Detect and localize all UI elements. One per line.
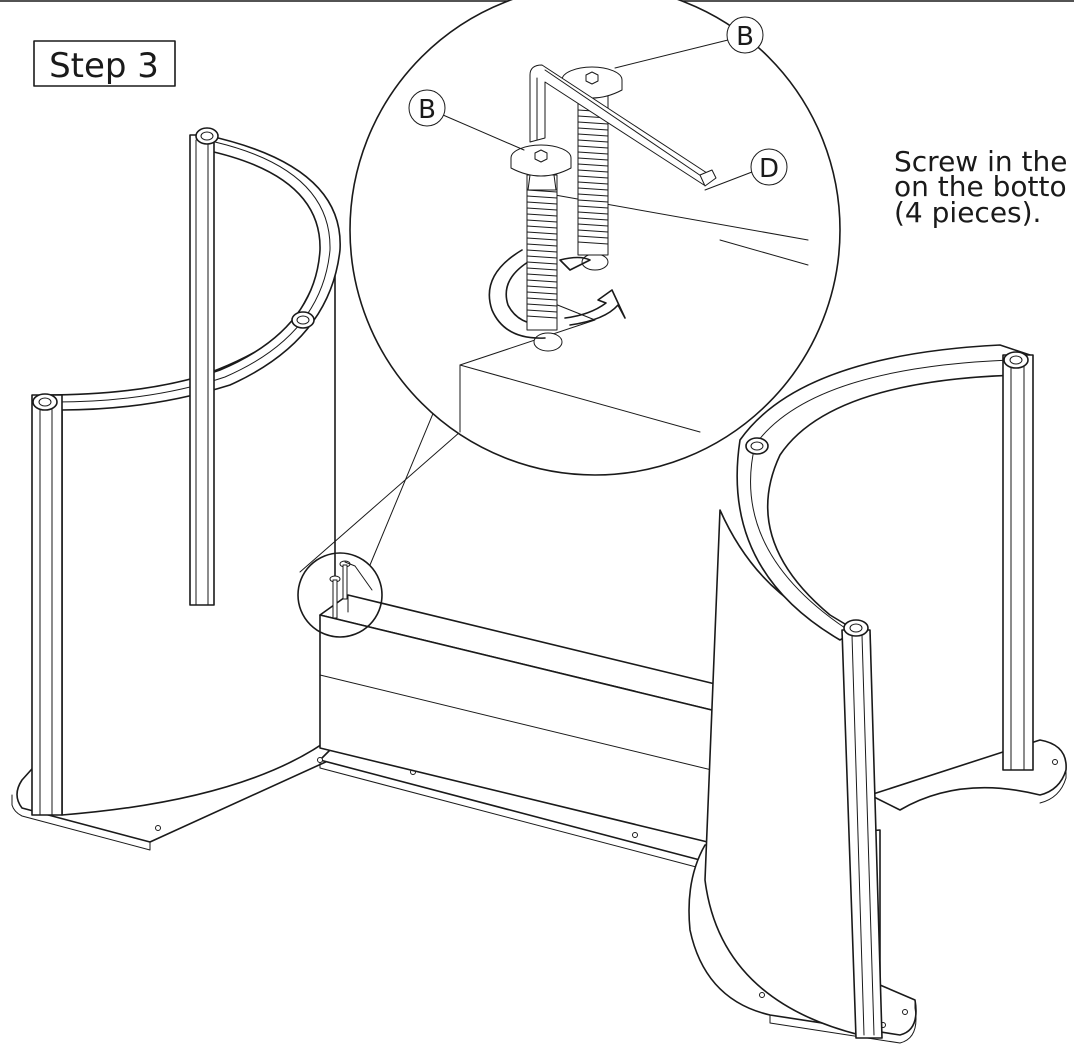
callout-d: D xyxy=(704,148,788,191)
right-panel-top-rim xyxy=(736,344,1031,641)
small-detail-circle xyxy=(297,552,383,638)
detail-zoom-circle: B B D xyxy=(349,0,841,476)
leader-line-1 xyxy=(299,431,461,573)
right-rear-foot-plate xyxy=(869,739,1067,811)
instruction-text: Screw in the on the botto (4 pieces). xyxy=(894,145,1067,229)
front-bolt xyxy=(510,144,572,331)
right-rear-cap xyxy=(1003,351,1029,369)
left-mid-cap xyxy=(291,311,315,329)
mini-bolts xyxy=(329,560,373,619)
right-mid-cap xyxy=(745,437,769,455)
callout-b-rear: B xyxy=(614,16,764,69)
left-rear-cap xyxy=(195,127,219,145)
step-label: Step 3 xyxy=(49,46,159,86)
callout-b-front-label: B xyxy=(418,95,436,125)
callout-d-label: D xyxy=(759,154,779,184)
instruction-line-3: (4 pieces). xyxy=(894,196,1041,229)
left-curved-panel xyxy=(31,127,341,816)
right-rear-post xyxy=(1002,354,1034,771)
callout-b-rear-label: B xyxy=(736,22,754,52)
left-rear-post xyxy=(189,134,215,606)
left-front-cap xyxy=(32,393,58,411)
right-front-cap xyxy=(843,619,869,637)
hex-key xyxy=(529,64,717,187)
left-front-post xyxy=(31,394,63,816)
instruction-line-2: on the botto xyxy=(894,170,1067,203)
step-label-group: Step 3 xyxy=(33,40,176,87)
right-curved-panel xyxy=(704,344,1034,1039)
step-label-box xyxy=(33,40,176,87)
instruction-line-1: Screw in the xyxy=(894,145,1067,178)
callout-b-front: B xyxy=(408,89,525,151)
screw-hole-front xyxy=(533,332,563,352)
